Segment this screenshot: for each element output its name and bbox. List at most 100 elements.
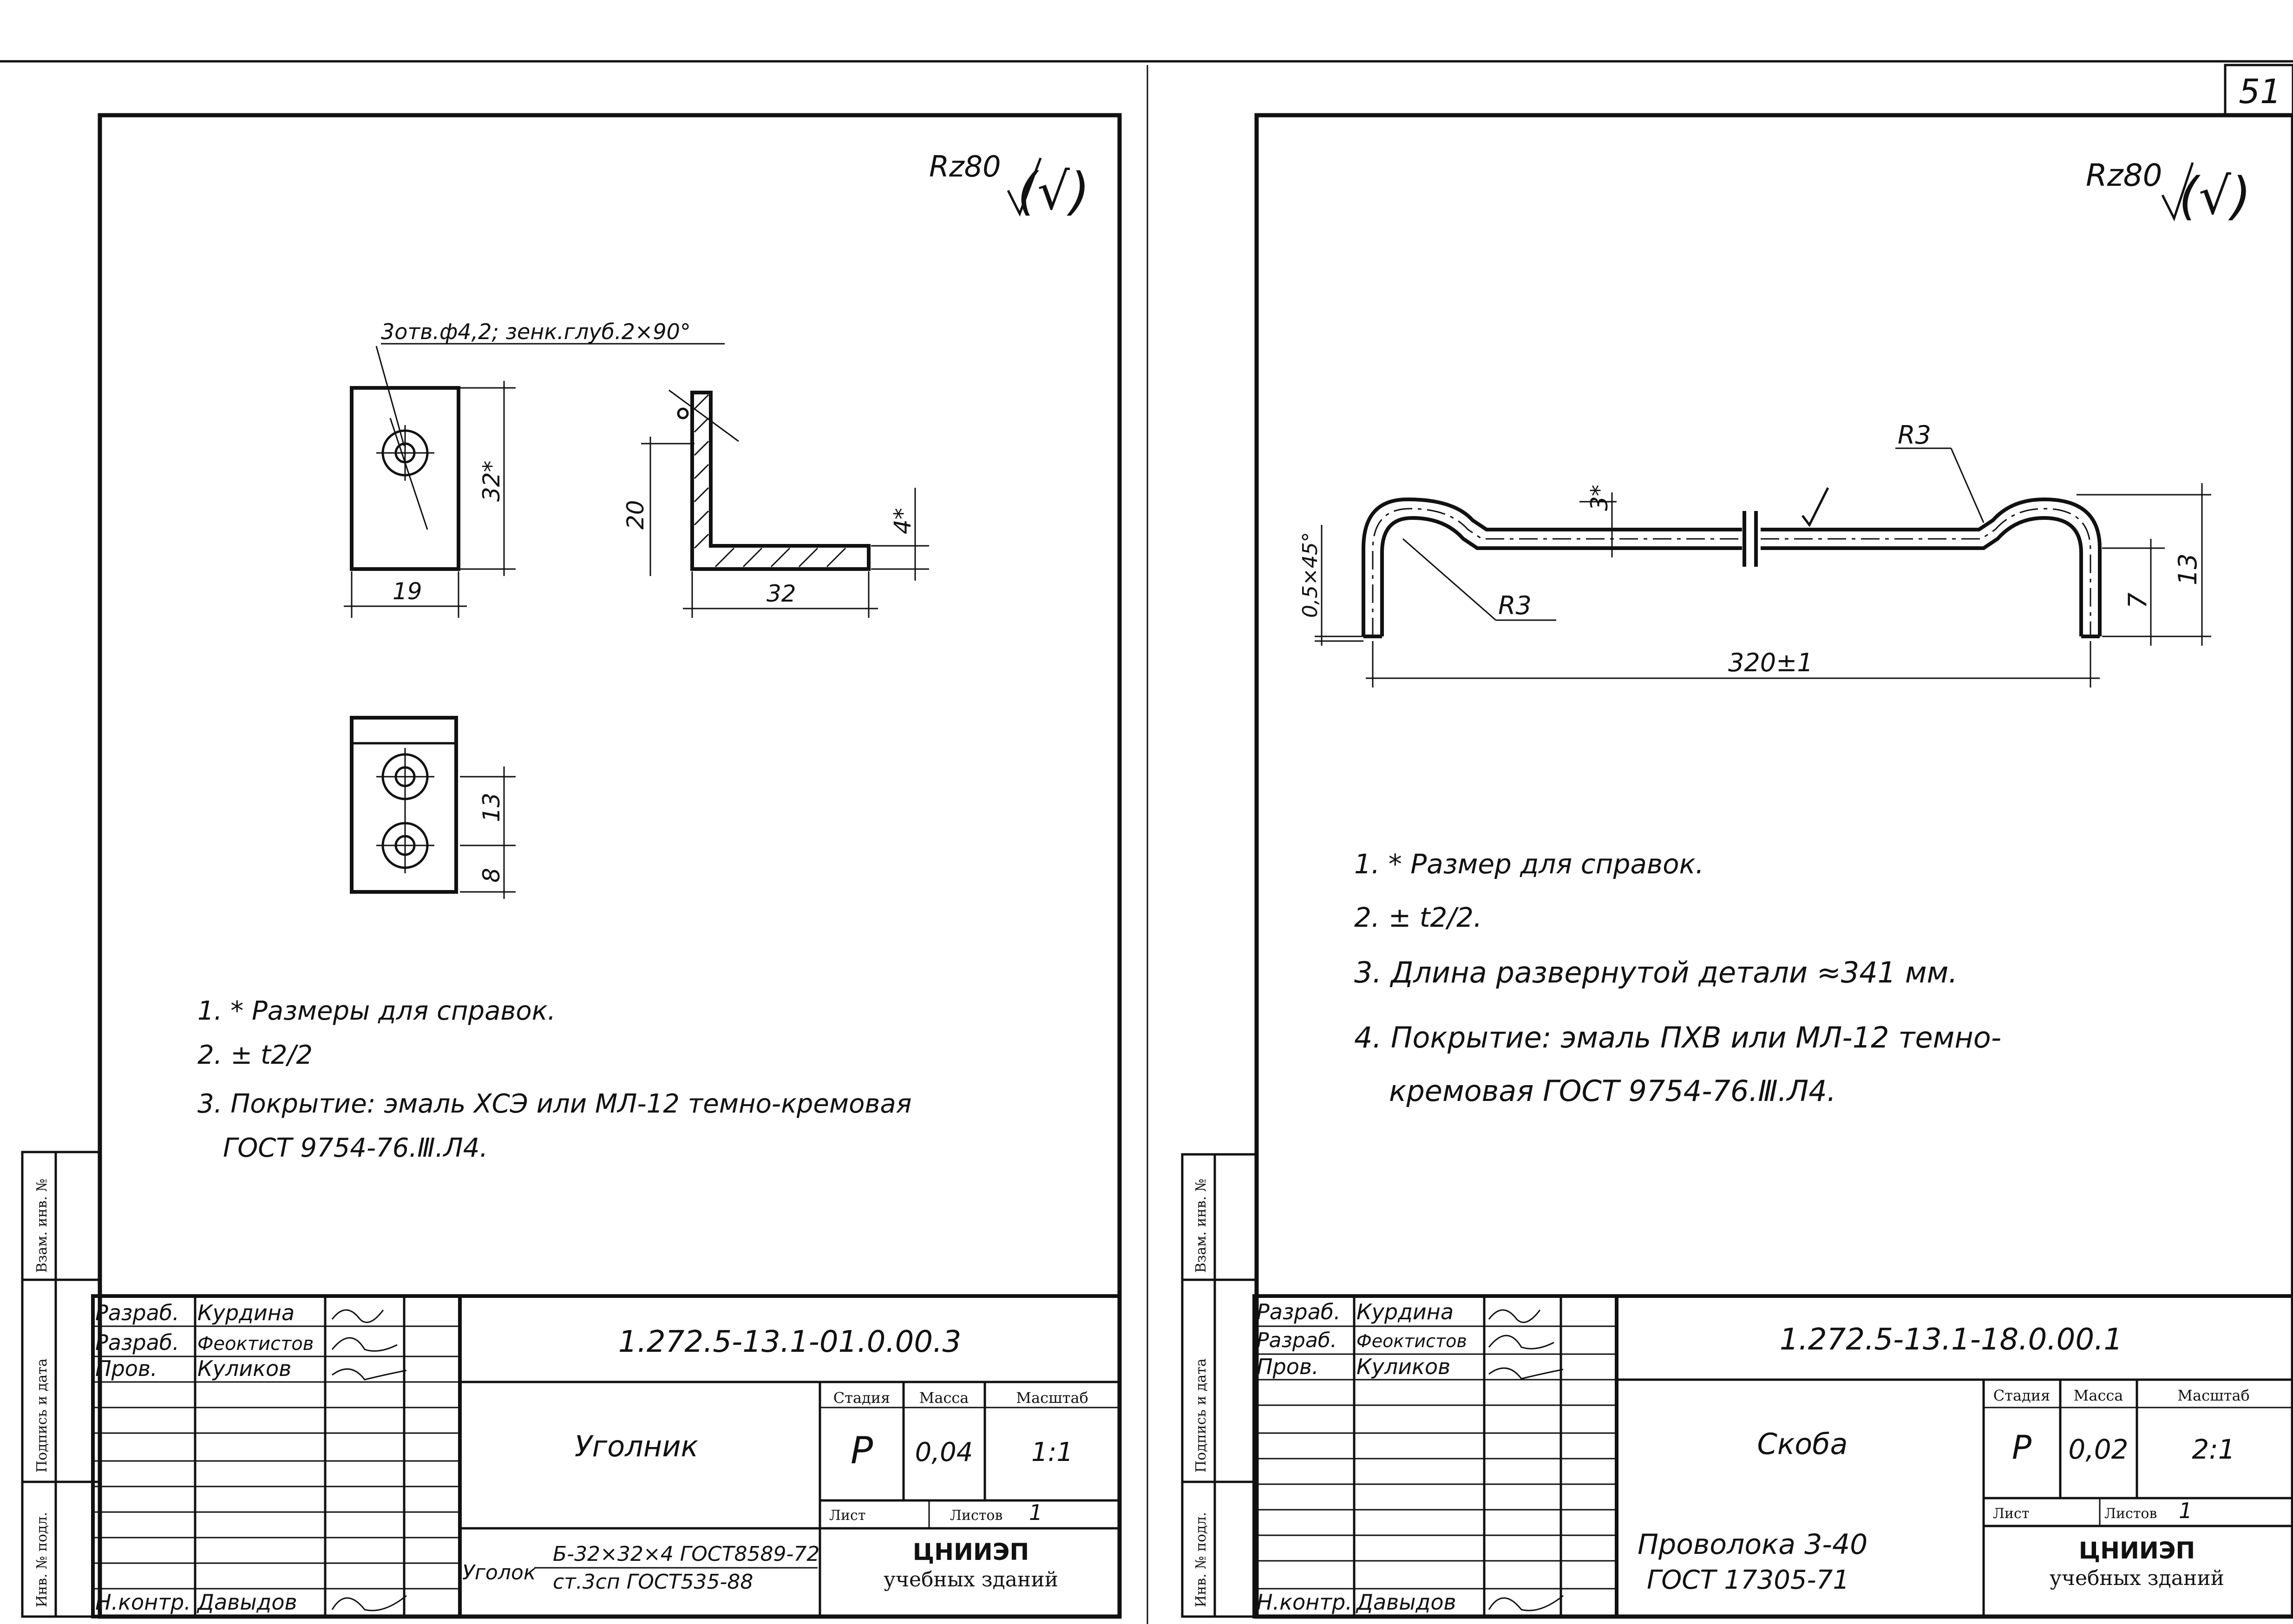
page-number: 51 <box>2239 72 2281 111</box>
left-signature-4 <box>331 1595 407 1611</box>
right-designation: 1.272.5-13.1-18.0.00.1 <box>1780 1323 2123 1357</box>
right-name-2: Феоктистов <box>1356 1331 1467 1351</box>
left-role-1: Разраб. <box>95 1300 179 1325</box>
left-side-label-1: Взам. инв. № <box>34 1179 50 1273</box>
left-role-3: Пров. <box>95 1356 157 1381</box>
left-dim-pitch: 13 <box>478 792 505 822</box>
right-material-top: Проволока 3-40 <box>1638 1528 1867 1561</box>
left-stage: Р <box>851 1429 873 1472</box>
right-side-stamp: Взам. инв. № Подпись и дата Инв. № подл. <box>1181 1153 1258 1618</box>
left-notes: 1. * Размеры для справок. 2. ± t2/2 3. П… <box>197 996 911 1163</box>
left-drawing: Взам. инв. № Подпись и дата Инв. № подл.… <box>21 113 1122 1619</box>
left-sheets-label: Листов <box>950 1507 1002 1524</box>
left-plate-front-view: 32* 19 <box>344 381 516 618</box>
left-dim-edge: 8 <box>478 868 505 883</box>
right-signature-1 <box>1488 1309 1541 1323</box>
right-role-2: Разраб. <box>1257 1329 1337 1352</box>
left-nkontr-role: Н.контр. <box>95 1590 191 1615</box>
left-signature-3 <box>332 1368 407 1381</box>
right-note-2: 2. ± t2/2. <box>1354 902 1482 933</box>
left-note-4: ГОСТ 9754-76.Ⅲ.Л4. <box>223 1133 488 1163</box>
left-signature-2 <box>331 1337 398 1352</box>
right-stage-label: Стадия <box>1993 1387 2050 1404</box>
page-number-box: 51 <box>2224 64 2293 118</box>
right-name-1: Курдина <box>1356 1299 1454 1324</box>
left-scale: 1:1 <box>1031 1437 1073 1467</box>
right-roughness-symbol: Rz80 (√) <box>2086 157 2251 226</box>
svg-text:(√): (√) <box>2179 166 2251 226</box>
right-bracket-wire <box>1362 487 2102 638</box>
left-title-block: Разраб. Курдина Разраб. Феоктистов Пров.… <box>91 1294 1121 1618</box>
right-dim-total: 13 <box>2173 553 2202 585</box>
right-stage: Р <box>2012 1428 2032 1467</box>
right-sheet-label: Лист <box>1993 1506 2029 1522</box>
left-dim-leg: 20 <box>622 500 649 530</box>
right-signature-2 <box>1488 1335 1554 1349</box>
left-designation: 1.272.5-13.1-01.0.00.3 <box>618 1325 961 1359</box>
right-notes: 1. * Размер для справок. 2. ± t2/2. 3. Д… <box>1354 848 2001 1108</box>
right-side-label-2: Подпись и дата <box>1193 1358 1209 1473</box>
right-part-name: Скоба <box>1757 1427 1848 1461</box>
right-mass: 0,02 <box>2068 1434 2128 1465</box>
right-role-3: Пров. <box>1257 1354 1319 1379</box>
left-role-2: Разраб. <box>95 1330 179 1355</box>
left-nkontr-name: Давыдов <box>197 1590 297 1615</box>
left-dim-height: 32* <box>478 460 505 502</box>
left-scale-label: Масштаб <box>1016 1389 1088 1407</box>
left-name-3: Куликов <box>197 1356 291 1381</box>
right-material-bottom: ГОСТ 17305-71 <box>1647 1565 1849 1595</box>
left-mass-label: Масса <box>919 1389 969 1407</box>
left-roughness-symbol: Rz80 (√) <box>929 150 1090 221</box>
left-angle-section: 20 4* 32 <box>622 389 929 618</box>
right-note-3: 3. Длина развернутой детали ≈341 мм. <box>1354 956 1958 989</box>
left-plate-holes-view: 13 8 <box>350 716 516 899</box>
left-material-bottom: ст.3сп ГОСТ535-88 <box>553 1570 753 1594</box>
left-stage-label: Стадия <box>833 1389 890 1407</box>
left-dim-length: 32 <box>767 580 796 607</box>
left-hole-note: 3отв.ф4,2; зенк.глуб.2×90° <box>381 319 691 344</box>
right-dim-radius-top: R3 <box>1898 420 1931 450</box>
right-org: ЦНИИЭП <box>2079 1537 2195 1564</box>
left-part-name: Уголник <box>575 1429 699 1463</box>
svg-text:(√): (√) <box>1017 162 1090 221</box>
right-title-block: Разраб. Курдина Разраб. Феоктистов Пров.… <box>1252 1294 2293 1618</box>
right-note-4: 4. Покрытие: эмаль ПХВ или МЛ-12 темно- <box>1354 1021 2001 1054</box>
right-nkontr-name: Давыдов <box>1356 1590 1456 1615</box>
left-note-1: 1. * Размеры для справок. <box>197 996 556 1026</box>
right-scale: 2:1 <box>2192 1434 2235 1465</box>
left-org: ЦНИИЭП <box>913 1539 1029 1565</box>
right-dim-length: 320±1 <box>1728 648 1813 677</box>
right-dim-chamfer: 0,5×45° <box>1298 532 1322 618</box>
right-nkontr-role: Н.контр. <box>1257 1590 1352 1615</box>
right-drawing: Взам. инв. № Подпись и дата Инв. № подл.… <box>1181 113 2293 1619</box>
left-side-stamp: Взам. инв. № Подпись и дата Инв. № подл. <box>21 1151 101 1618</box>
right-name-3: Куликов <box>1356 1354 1450 1379</box>
right-side-label-3: Инв. № подл. <box>1193 1512 1209 1607</box>
left-sheet-label: Лист <box>829 1507 865 1524</box>
left-name-1: Курдина <box>197 1300 295 1325</box>
right-role-1: Разраб. <box>1257 1299 1341 1324</box>
right-sheets-label: Листов <box>2104 1506 2157 1522</box>
right-signature-4 <box>1488 1595 1564 1611</box>
svg-text:Rz80: Rz80 <box>929 150 1001 183</box>
left-org-sub: учебных зданий <box>884 1568 1058 1591</box>
right-note-5: кремовая ГОСТ 9754-76.Ⅲ.Л4. <box>1389 1074 1836 1108</box>
right-sheets: 1 <box>2179 1498 2192 1523</box>
left-dim-thick: 4* <box>889 508 916 534</box>
left-material-top: Б-32×32×4 ГОСТ8589-72 <box>553 1542 819 1566</box>
left-hole-leader <box>375 346 405 446</box>
svg-text:Rz80: Rz80 <box>2086 157 2162 193</box>
right-mass-label: Масса <box>2074 1387 2123 1404</box>
right-side-label-1: Взам. инв. № <box>1193 1179 1209 1273</box>
right-dim-offset: 3* <box>1586 485 1613 511</box>
right-dim-inner: 7 <box>2123 593 2152 609</box>
left-name-2: Феоктистов <box>197 1333 314 1355</box>
right-signature-3 <box>1488 1367 1564 1380</box>
left-mass: 0,04 <box>915 1437 973 1467</box>
left-signature-1 <box>331 1309 384 1323</box>
left-note-3: 3. Покрытие: эмаль ХСЭ или МЛ-12 темно-к… <box>197 1089 911 1119</box>
left-note-2: 2. ± t2/2 <box>197 1040 313 1070</box>
left-side-label-2: Подпись и дата <box>34 1358 50 1473</box>
right-dimensions: R3 R3 3* 0,5×45° 320±1 7 <box>1298 420 2211 688</box>
